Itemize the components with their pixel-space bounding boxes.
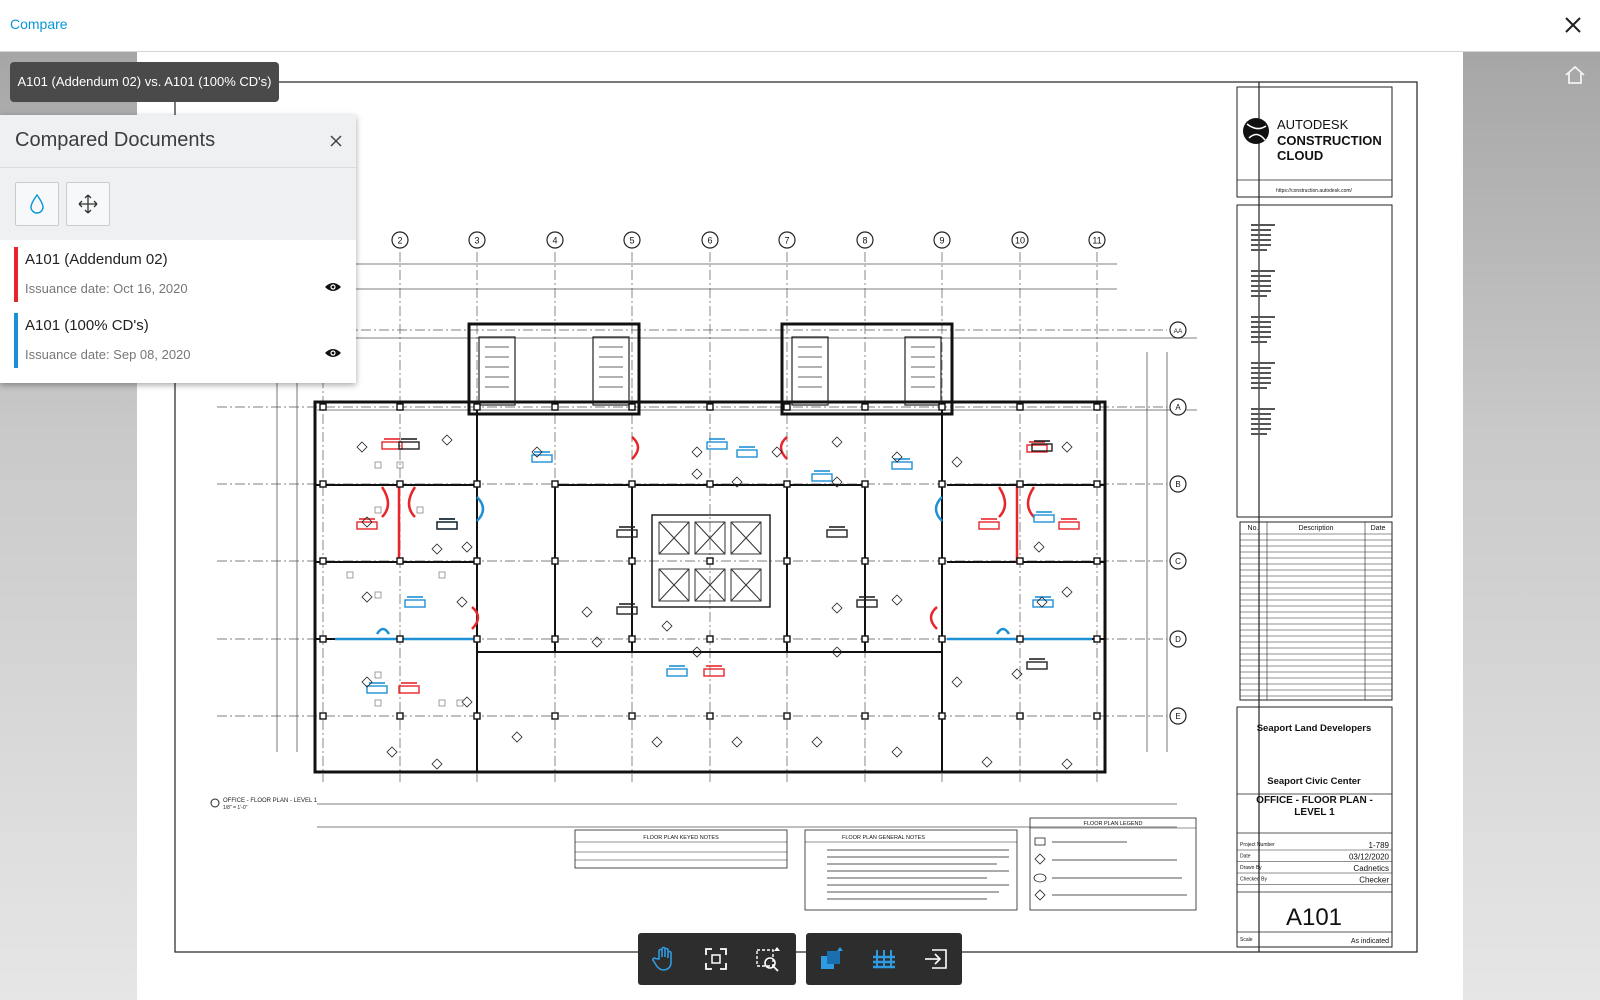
grid-bubble-col: 6 [701,231,719,249]
color-overlay-button[interactable] [15,182,59,226]
grid-label: B [1175,480,1180,489]
document-list-icon [873,950,895,969]
grid-label: 10 [1015,236,1025,246]
fit-to-view-icon [705,948,727,970]
scale-label: Scale [1240,937,1253,943]
sheet-number: A101 [1286,904,1342,931]
document-list-button[interactable] [858,933,910,985]
grid-bubble-row: C [1169,552,1187,570]
compare-overlay-icon [821,947,843,969]
grid-bubble-col: 10 [1011,231,1029,249]
grid-bubble-col: 5 [623,231,641,249]
grid-label: AA [1174,328,1183,335]
grid-label: 8 [862,236,867,246]
document-color-bar [14,313,18,368]
exit-compare-icon [925,949,947,969]
client-name: Seaport Land Developers [1257,723,1372,734]
grid-label: C [1175,557,1181,566]
close-icon[interactable] [1560,12,1586,38]
scale-value: As indicated [1351,938,1389,945]
title-block-field-label: Drawn By [1240,865,1262,871]
grid-label: 3 [474,236,479,246]
grid-bubble-row: AA [1169,321,1187,339]
grid-label: 7 [784,236,789,246]
general-notes-title: FLOOR PLAN GENERAL NOTES [842,835,925,841]
rev-header-no: No. [1248,525,1259,532]
grid-label: E [1175,712,1180,721]
document-item-100-cds[interactable]: A101 (100% CD's) Issuance date: Sep 08, … [14,313,344,368]
rev-header-date: Date [1371,525,1386,532]
navigation-toolbar [638,933,796,985]
zoom-window-icon [756,947,780,972]
document-issuance-date: Issuance date: Oct 16, 2020 [25,281,188,296]
page-title: Compare [10,16,68,32]
grid-bubble-row: E [1169,707,1187,725]
compare-tooltip: A101 (Addendum 02) vs. A101 (100% CD's) [10,62,279,102]
grid-bubble-col: 11 [1088,231,1106,249]
compare-toolbar [806,933,962,985]
compare-overlay-button[interactable] [806,933,858,985]
close-icon[interactable] [328,133,344,149]
align-move-button[interactable] [66,182,110,226]
title-block-field-label: Date [1240,854,1251,860]
grid-bubble-row: B [1169,475,1187,493]
compared-documents-panel: Compared Documents A101 (Addendum 02) Is… [0,115,356,383]
keyed-notes-title: FLOOR PLAN KEYED NOTES [643,835,719,841]
legend-title: FLOOR PLAN LEGEND [1084,821,1143,827]
grid-bubble-col: 2 [391,231,409,249]
drawing-sheet: 1234567891011AAABCDE [137,52,1463,1000]
title-block-field-value: Cadnetics [1353,864,1389,873]
document-item-addendum[interactable]: A101 (Addendum 02) Issuance date: Oct 16… [14,247,344,302]
document-color-bar [14,247,18,302]
top-bar: Compare [0,0,1600,52]
title-block-url: https://construction.autodesk.com/ [1276,188,1352,194]
eye-icon[interactable] [324,281,342,293]
grid-bubble-col: 8 [856,231,874,249]
grid-label: 5 [629,236,634,246]
grid-bubble-row: D [1169,630,1187,648]
eye-icon[interactable] [324,347,342,359]
zoom-window-button[interactable] [742,933,794,985]
sheet-title: OFFICE - FLOOR PLAN - LEVEL 1 [1256,795,1373,818]
home-icon[interactable] [1564,64,1586,86]
grid-label: D [1175,635,1181,644]
floor-plan-drawing: 1234567891011AAABCDE [174,81,1418,953]
exit-compare-button[interactable] [910,933,962,985]
logo-line-1: AUTODESK [1277,117,1349,132]
grid-label: A [1175,403,1181,412]
document-name: A101 (100% CD's) [25,317,149,334]
plan-scale: 1/8" = 1'-0" [223,805,248,811]
grid-bubble-col: 3 [468,231,486,249]
grid-label: 2 [397,236,402,246]
grid-label: 6 [707,236,712,246]
droplet-icon [30,193,44,214]
pan-hand-icon [652,946,672,971]
logo-line-3: CLOUD [1277,148,1323,163]
grid-bubble-row: A [1169,398,1187,416]
panel-header: Compared Documents [0,115,356,168]
document-issuance-date: Issuance date: Sep 08, 2020 [25,347,191,362]
title-block-field-label: Checked By [1240,877,1267,883]
grid-bubble-col: 4 [546,231,564,249]
project-name: Seaport Civic Center [1267,776,1361,787]
title-block-field-value: Checker [1359,876,1389,885]
title-block-field-value: 1-789 [1369,841,1390,850]
grid-label: 9 [939,236,944,246]
document-name: A101 (Addendum 02) [25,251,168,268]
plan-label: OFFICE - FLOOR PLAN - LEVEL 1 [223,798,318,804]
grid-label: 4 [552,236,557,246]
panel-title: Compared Documents [15,129,216,151]
panel-tools [0,168,356,240]
grid-label: 11 [1092,236,1101,246]
logo-line-2: CONSTRUCTION [1277,133,1382,148]
rev-header-description: Description [1298,525,1333,532]
grid-bubble-col: 7 [778,231,796,249]
grid-bubble-col: 9 [933,231,951,249]
title-block-field-value: 03/12/2020 [1349,853,1390,862]
pan-button[interactable] [638,933,690,985]
move-arrows-icon [78,194,98,214]
fit-to-view-button[interactable] [690,933,742,985]
title-block-field-label: Project Number [1240,842,1275,848]
